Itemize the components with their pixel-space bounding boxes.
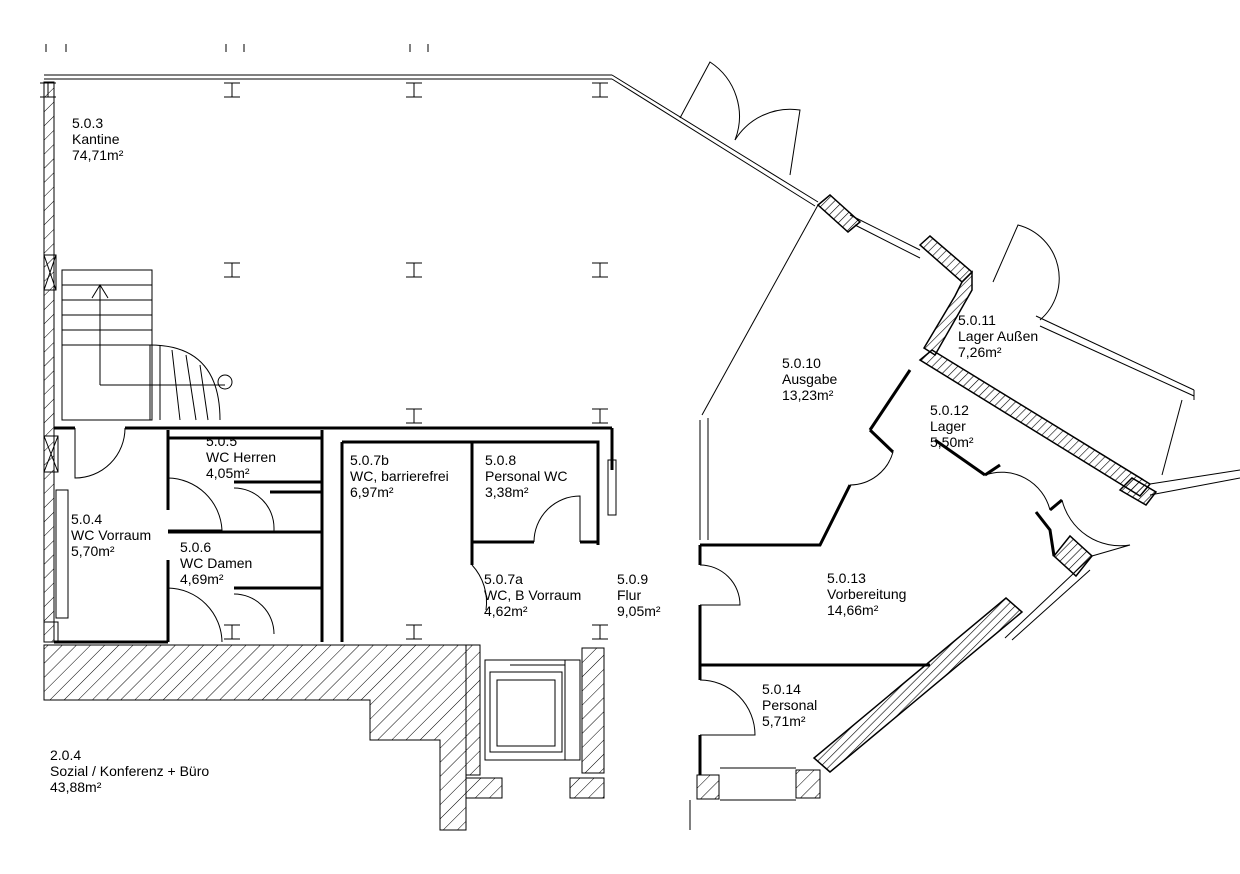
room-name: Flur <box>617 587 641 603</box>
room-area: 4,62m² <box>484 603 528 619</box>
insulated-walls <box>812 194 1158 773</box>
room-area: 74,71m² <box>72 147 124 163</box>
room-area: 5,50m² <box>930 434 974 450</box>
room-area: 4,69m² <box>180 571 224 587</box>
room-area: 9,05m² <box>617 603 661 619</box>
column-symbol <box>592 82 608 98</box>
room-number: 5.0.14 <box>762 681 801 697</box>
room-name: Ausgabe <box>782 371 837 387</box>
room-name: WC, B Vorraum <box>484 587 581 603</box>
room-number: 2.0.4 <box>50 747 81 763</box>
room-name: Vorbereitung <box>827 586 906 602</box>
room-name: WC Damen <box>180 555 252 571</box>
columns <box>40 82 608 640</box>
column-symbol <box>224 82 240 98</box>
column-symbol <box>406 408 422 424</box>
room-area: 4,05m² <box>206 465 250 481</box>
room-number: 5.0.4 <box>71 511 102 527</box>
room-area: 5,70m² <box>71 543 115 559</box>
concrete-hatch <box>43 81 821 831</box>
staircase <box>61 269 233 421</box>
left-posts <box>43 254 69 643</box>
room-area: 7,26m² <box>958 344 1002 360</box>
column-symbol <box>406 82 422 98</box>
room-area: 6,97m² <box>350 484 394 500</box>
room-number: 5.0.8 <box>485 452 516 468</box>
column-symbol <box>40 82 56 98</box>
column-symbol <box>592 408 608 424</box>
room-area: 14,66m² <box>827 602 879 618</box>
room-number: 5.0.10 <box>782 355 821 371</box>
room-name: Personal WC <box>485 468 567 484</box>
column-symbol <box>406 624 422 640</box>
room-name: Kantine <box>72 131 120 147</box>
room-name: Lager <box>930 418 966 434</box>
room-number: 5.0.9 <box>617 571 648 587</box>
column-symbol <box>592 624 608 640</box>
doors <box>74 61 1131 736</box>
room-number: 5.0.3 <box>72 115 103 131</box>
column-symbol <box>592 262 608 278</box>
room-number: 5.0.7b <box>350 452 389 468</box>
room-area: 43,88m² <box>50 779 102 795</box>
room-area: 3,38m² <box>485 484 529 500</box>
room-name: WC Vorraum <box>71 527 151 543</box>
room-number: 5.0.5 <box>206 433 237 449</box>
walls <box>44 44 1240 830</box>
room-name: WC, barrierefrei <box>350 468 449 484</box>
room-name: Lager Außen <box>958 328 1038 344</box>
room-name: Personal <box>762 697 817 713</box>
room-area: 13,23m² <box>782 387 834 403</box>
room-number: 5.0.7a <box>484 571 523 587</box>
room-area: 5,71m² <box>762 713 806 729</box>
column-symbol <box>406 262 422 278</box>
room-number: 5.0.12 <box>930 402 969 418</box>
column-symbol <box>224 624 240 640</box>
room-number: 5.0.6 <box>180 539 211 555</box>
room-number: 5.0.11 <box>958 312 996 328</box>
room-number: 5.0.13 <box>827 570 866 586</box>
room-name: WC Herren <box>206 449 276 465</box>
column-symbol <box>224 262 240 278</box>
room-name: Sozial / Konferenz + Büro <box>50 763 209 779</box>
elevator <box>484 659 581 761</box>
